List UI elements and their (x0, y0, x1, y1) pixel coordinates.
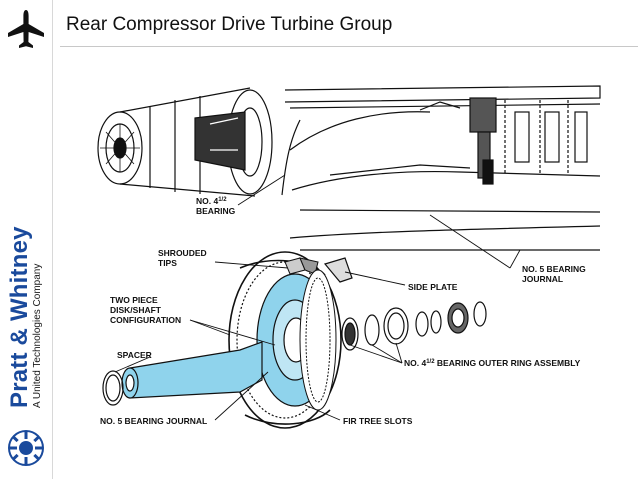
spacer-ring (102, 370, 124, 406)
blade-ring (299, 269, 337, 411)
engine-cross-section (281, 85, 601, 251)
title-divider (60, 46, 638, 47)
label-two-piece-line1: TWO PIECE (110, 295, 158, 305)
label-two-piece-line2: DISK/SHAFT (110, 305, 162, 315)
brand-tagline: A United Technologies Company (32, 263, 43, 408)
label-outer-ring-frac: 1/2 (426, 359, 435, 365)
brand-sidebar: Pratt & Whitney A United Technologies Co… (0, 0, 53, 479)
label-bearing-45: NO. 4 (196, 196, 218, 206)
label-outer-ring: NO. 4 (404, 358, 426, 368)
label-journal-right-line1: NO. 5 BEARING (522, 264, 586, 274)
diagram-labels: NO. 41/2 BEARING SHROUDED TIPS SIDE PLAT… (100, 196, 586, 426)
slide-title: Rear Compressor Drive Turbine Group (66, 14, 393, 35)
label-outer-ring-rest: BEARING OUTER RING ASSEMBLY (435, 358, 581, 368)
shrouded-tips (284, 257, 319, 275)
label-spacer: SPACER (117, 350, 152, 360)
svg-text:NO. 41/2: NO. 41/2 (196, 196, 227, 206)
brand-name: Pratt & Whitney (6, 226, 33, 408)
label-two-piece-line3: CONFIGURATION (110, 315, 181, 325)
airplane-icon (8, 10, 44, 48)
shaft (121, 341, 263, 399)
label-journal-bottom: NO. 5 BEARING JOURNAL (100, 416, 207, 426)
label-bearing-45-line2: BEARING (196, 206, 236, 216)
label-bearing-45-frac: 1/2 (218, 197, 227, 203)
turbine-diagram: NO. 41/2 BEARING SHROUDED TIPS SIDE PLAT… (97, 85, 601, 429)
brand-block: Pratt & Whitney A United Technologies Co… (6, 226, 58, 408)
pw-eagle-logo-icon (8, 430, 44, 466)
label-shrouded-line2: TIPS (158, 258, 177, 268)
label-fir-tree: FIR TREE SLOTS (343, 416, 413, 426)
bearing-ring-assembly (341, 301, 487, 351)
engine-inset (97, 87, 273, 197)
leader-lines (114, 174, 521, 421)
side-plate (323, 257, 353, 283)
svg-text:NO. 41/2 BEARING OUTER RING AS: NO. 41/2 BEARING OUTER RING ASSEMBLY (404, 358, 581, 368)
label-journal-right-line2: JOURNAL (522, 274, 563, 284)
label-shrouded-line1: SHROUDED (158, 248, 207, 258)
label-side-plate: SIDE PLATE (408, 282, 458, 292)
